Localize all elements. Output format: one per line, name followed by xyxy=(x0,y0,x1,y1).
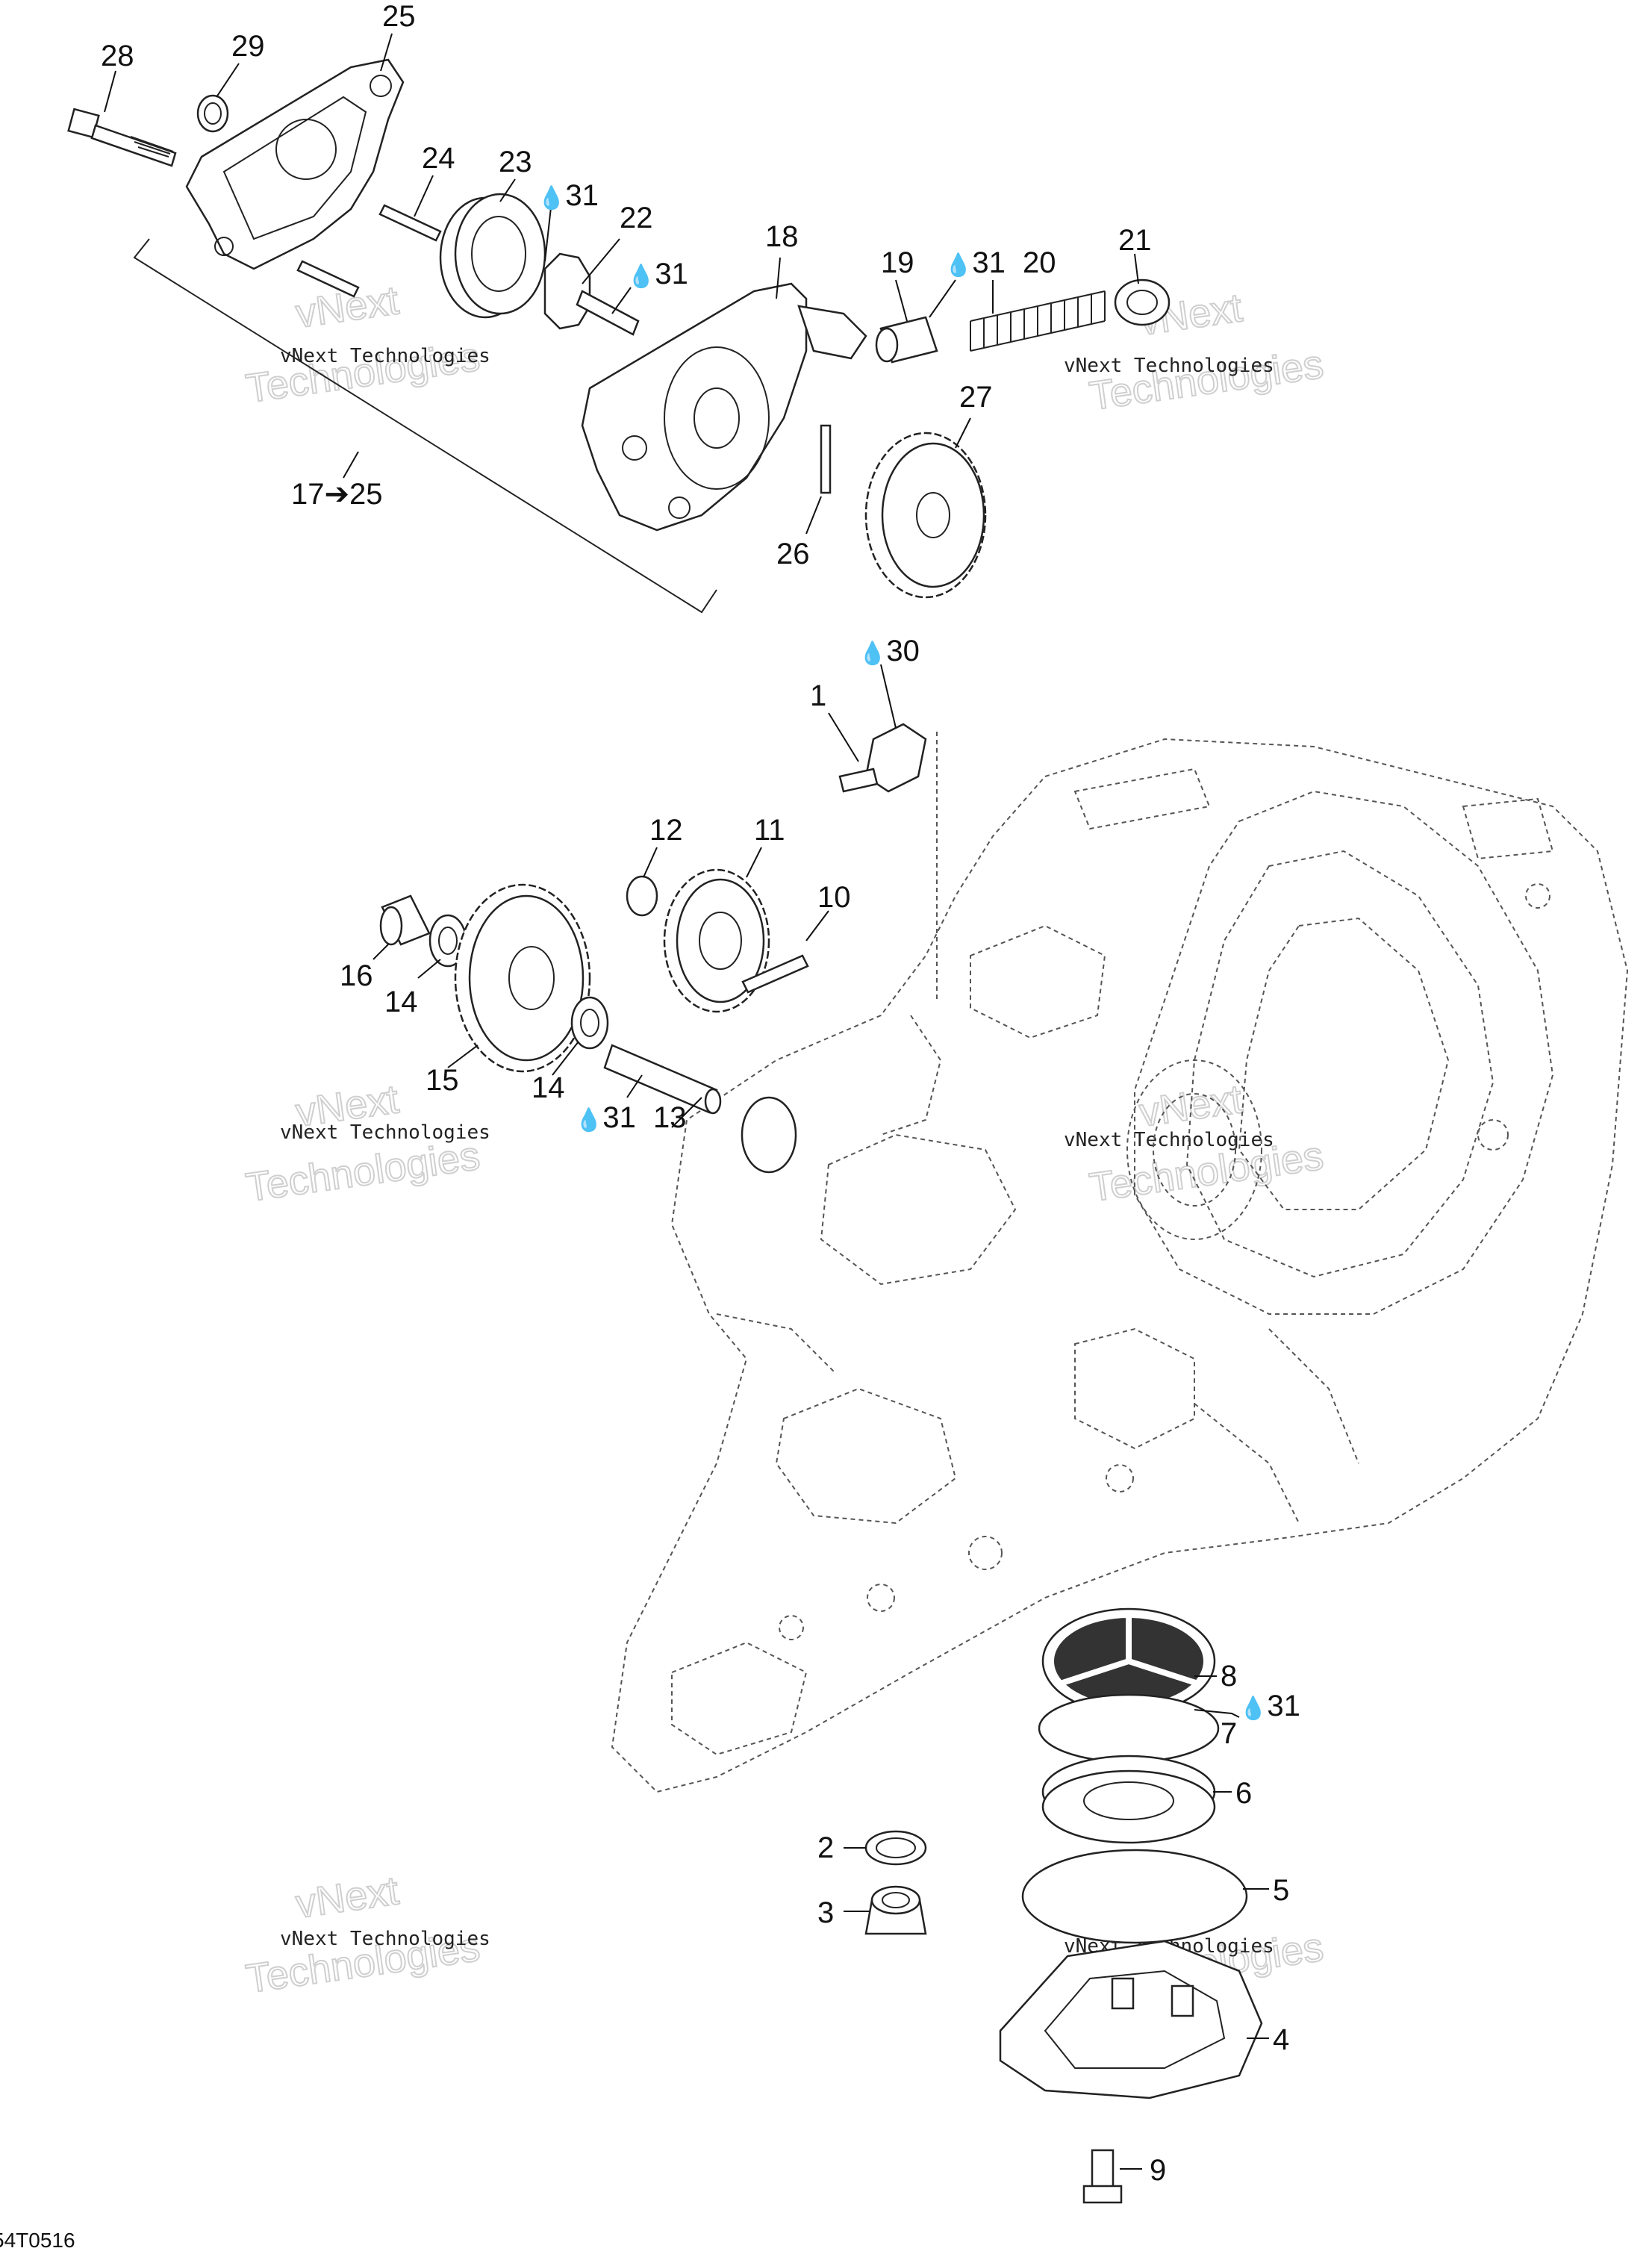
drain-plug-part-3 xyxy=(864,1885,927,1935)
oil-callout-31-c: 💧31 xyxy=(944,246,1006,279)
watermark-text: vNext Technologies xyxy=(1064,355,1274,377)
label-10: 10 xyxy=(817,881,851,914)
label-15: 15 xyxy=(426,1064,459,1097)
oil-callout-31-a: 💧31 xyxy=(537,179,599,212)
seal-part-6 xyxy=(1041,1755,1216,1844)
watermark-top-right: vNext Technologies xyxy=(1086,284,1327,420)
oil-callout-31-e: 💧31 xyxy=(1239,1690,1300,1722)
spring-part-20 xyxy=(970,290,1106,352)
label-12: 12 xyxy=(649,814,683,847)
ring-near-part-13 xyxy=(741,1096,797,1174)
label-23: 23 xyxy=(499,146,532,178)
pin-part-24 xyxy=(296,204,442,298)
inner-rotor-part-22 xyxy=(543,252,640,336)
gear-part-27 xyxy=(864,432,987,599)
leader-lines-lower xyxy=(844,1675,1269,2170)
pin-part-26 xyxy=(820,424,832,494)
label-8: 8 xyxy=(1221,1660,1237,1693)
label-13: 13 xyxy=(653,1101,687,1134)
washer-part-29 xyxy=(196,94,229,133)
label-assembly-17-25: 17➔25 xyxy=(291,478,383,511)
oring-part-7 xyxy=(1038,1693,1220,1763)
watermark-text: vNext Technologies xyxy=(280,1121,490,1144)
label-4: 4 xyxy=(1273,2023,1289,2056)
part-labels: 28 29 25 24 23 22 18 19 20 21 27 26 17➔2… xyxy=(0,0,1300,2252)
oil-drop-icon: 💧 xyxy=(1239,1695,1267,1721)
label-24: 24 xyxy=(422,142,455,175)
label-27: 27 xyxy=(959,381,993,414)
figure-code: 54T0516 xyxy=(0,2229,75,2252)
watermark-text: Technologies xyxy=(1087,342,1327,419)
oil-callout-30: 💧30 xyxy=(858,635,920,667)
leader-lines xyxy=(104,33,1139,1128)
plug-part-21 xyxy=(1114,278,1171,326)
washer-part-14-right xyxy=(570,996,609,1050)
bolt-part-28 xyxy=(67,108,177,167)
label-14-right: 14 xyxy=(532,1071,565,1104)
pump-housing-part-18 xyxy=(581,282,867,532)
strainer-part-8 xyxy=(1041,1607,1216,1715)
assembly-bracket xyxy=(133,238,717,614)
oil-callout-31-b: 💧31 xyxy=(627,258,688,290)
label-14-left: 14 xyxy=(384,986,418,1018)
watermark-text: Technologies xyxy=(243,1133,483,1210)
oil-drop-icon: 💧 xyxy=(627,263,655,289)
label-2: 2 xyxy=(817,1831,834,1864)
label-25: 25 xyxy=(382,0,416,33)
label-20: 20 xyxy=(1023,246,1056,279)
label-18: 18 xyxy=(765,220,799,253)
oil-drop-icon: 💧 xyxy=(537,184,565,211)
gear-part-15 xyxy=(454,883,591,1073)
screw-part-9 xyxy=(1082,2149,1123,2204)
label-28: 28 xyxy=(101,40,134,72)
label-19: 19 xyxy=(881,246,914,279)
shaft-part-13 xyxy=(603,1044,722,1115)
label-29: 29 xyxy=(231,30,265,63)
label-3: 3 xyxy=(817,1896,834,1929)
gear-part-11 xyxy=(663,868,770,1013)
label-7: 7 xyxy=(1221,1717,1237,1750)
plunger-part-19 xyxy=(875,316,938,364)
label-22: 22 xyxy=(620,202,653,234)
pump-cover-part-25 xyxy=(185,58,405,270)
oring-part-5 xyxy=(1021,1849,1248,1944)
label-1: 1 xyxy=(810,679,826,712)
oil-sensor-part-1 xyxy=(838,723,938,1000)
outer-rotor-part-23 xyxy=(439,193,546,319)
label-6: 6 xyxy=(1235,1777,1252,1810)
watermark-text: vNext Technologies xyxy=(280,345,490,367)
label-26: 26 xyxy=(776,538,810,570)
oil-callout-31-d: 💧31 xyxy=(575,1101,636,1134)
watermark-text: vNext Technologies xyxy=(1064,1129,1274,1151)
label-11: 11 xyxy=(754,814,785,847)
cover-part-4 xyxy=(999,1940,1263,2099)
label-16: 16 xyxy=(340,959,373,992)
washer-part-2 xyxy=(864,1830,927,1866)
watermark-text: vNext Technologies xyxy=(280,1928,490,1950)
watermark-text: vNext xyxy=(293,1868,402,1927)
label-9: 9 xyxy=(1150,2154,1166,2187)
bushing-part-16 xyxy=(379,894,431,946)
label-5: 5 xyxy=(1273,1874,1289,1907)
oil-drop-icon: 💧 xyxy=(858,640,886,666)
oil-drop-icon: 💧 xyxy=(575,1106,602,1133)
crankcase-outline xyxy=(611,738,1629,1793)
pin-part-10 xyxy=(741,954,809,994)
circlip-part-12 xyxy=(626,875,658,917)
label-21: 21 xyxy=(1118,224,1152,257)
oil-drop-icon: 💧 xyxy=(944,252,972,278)
